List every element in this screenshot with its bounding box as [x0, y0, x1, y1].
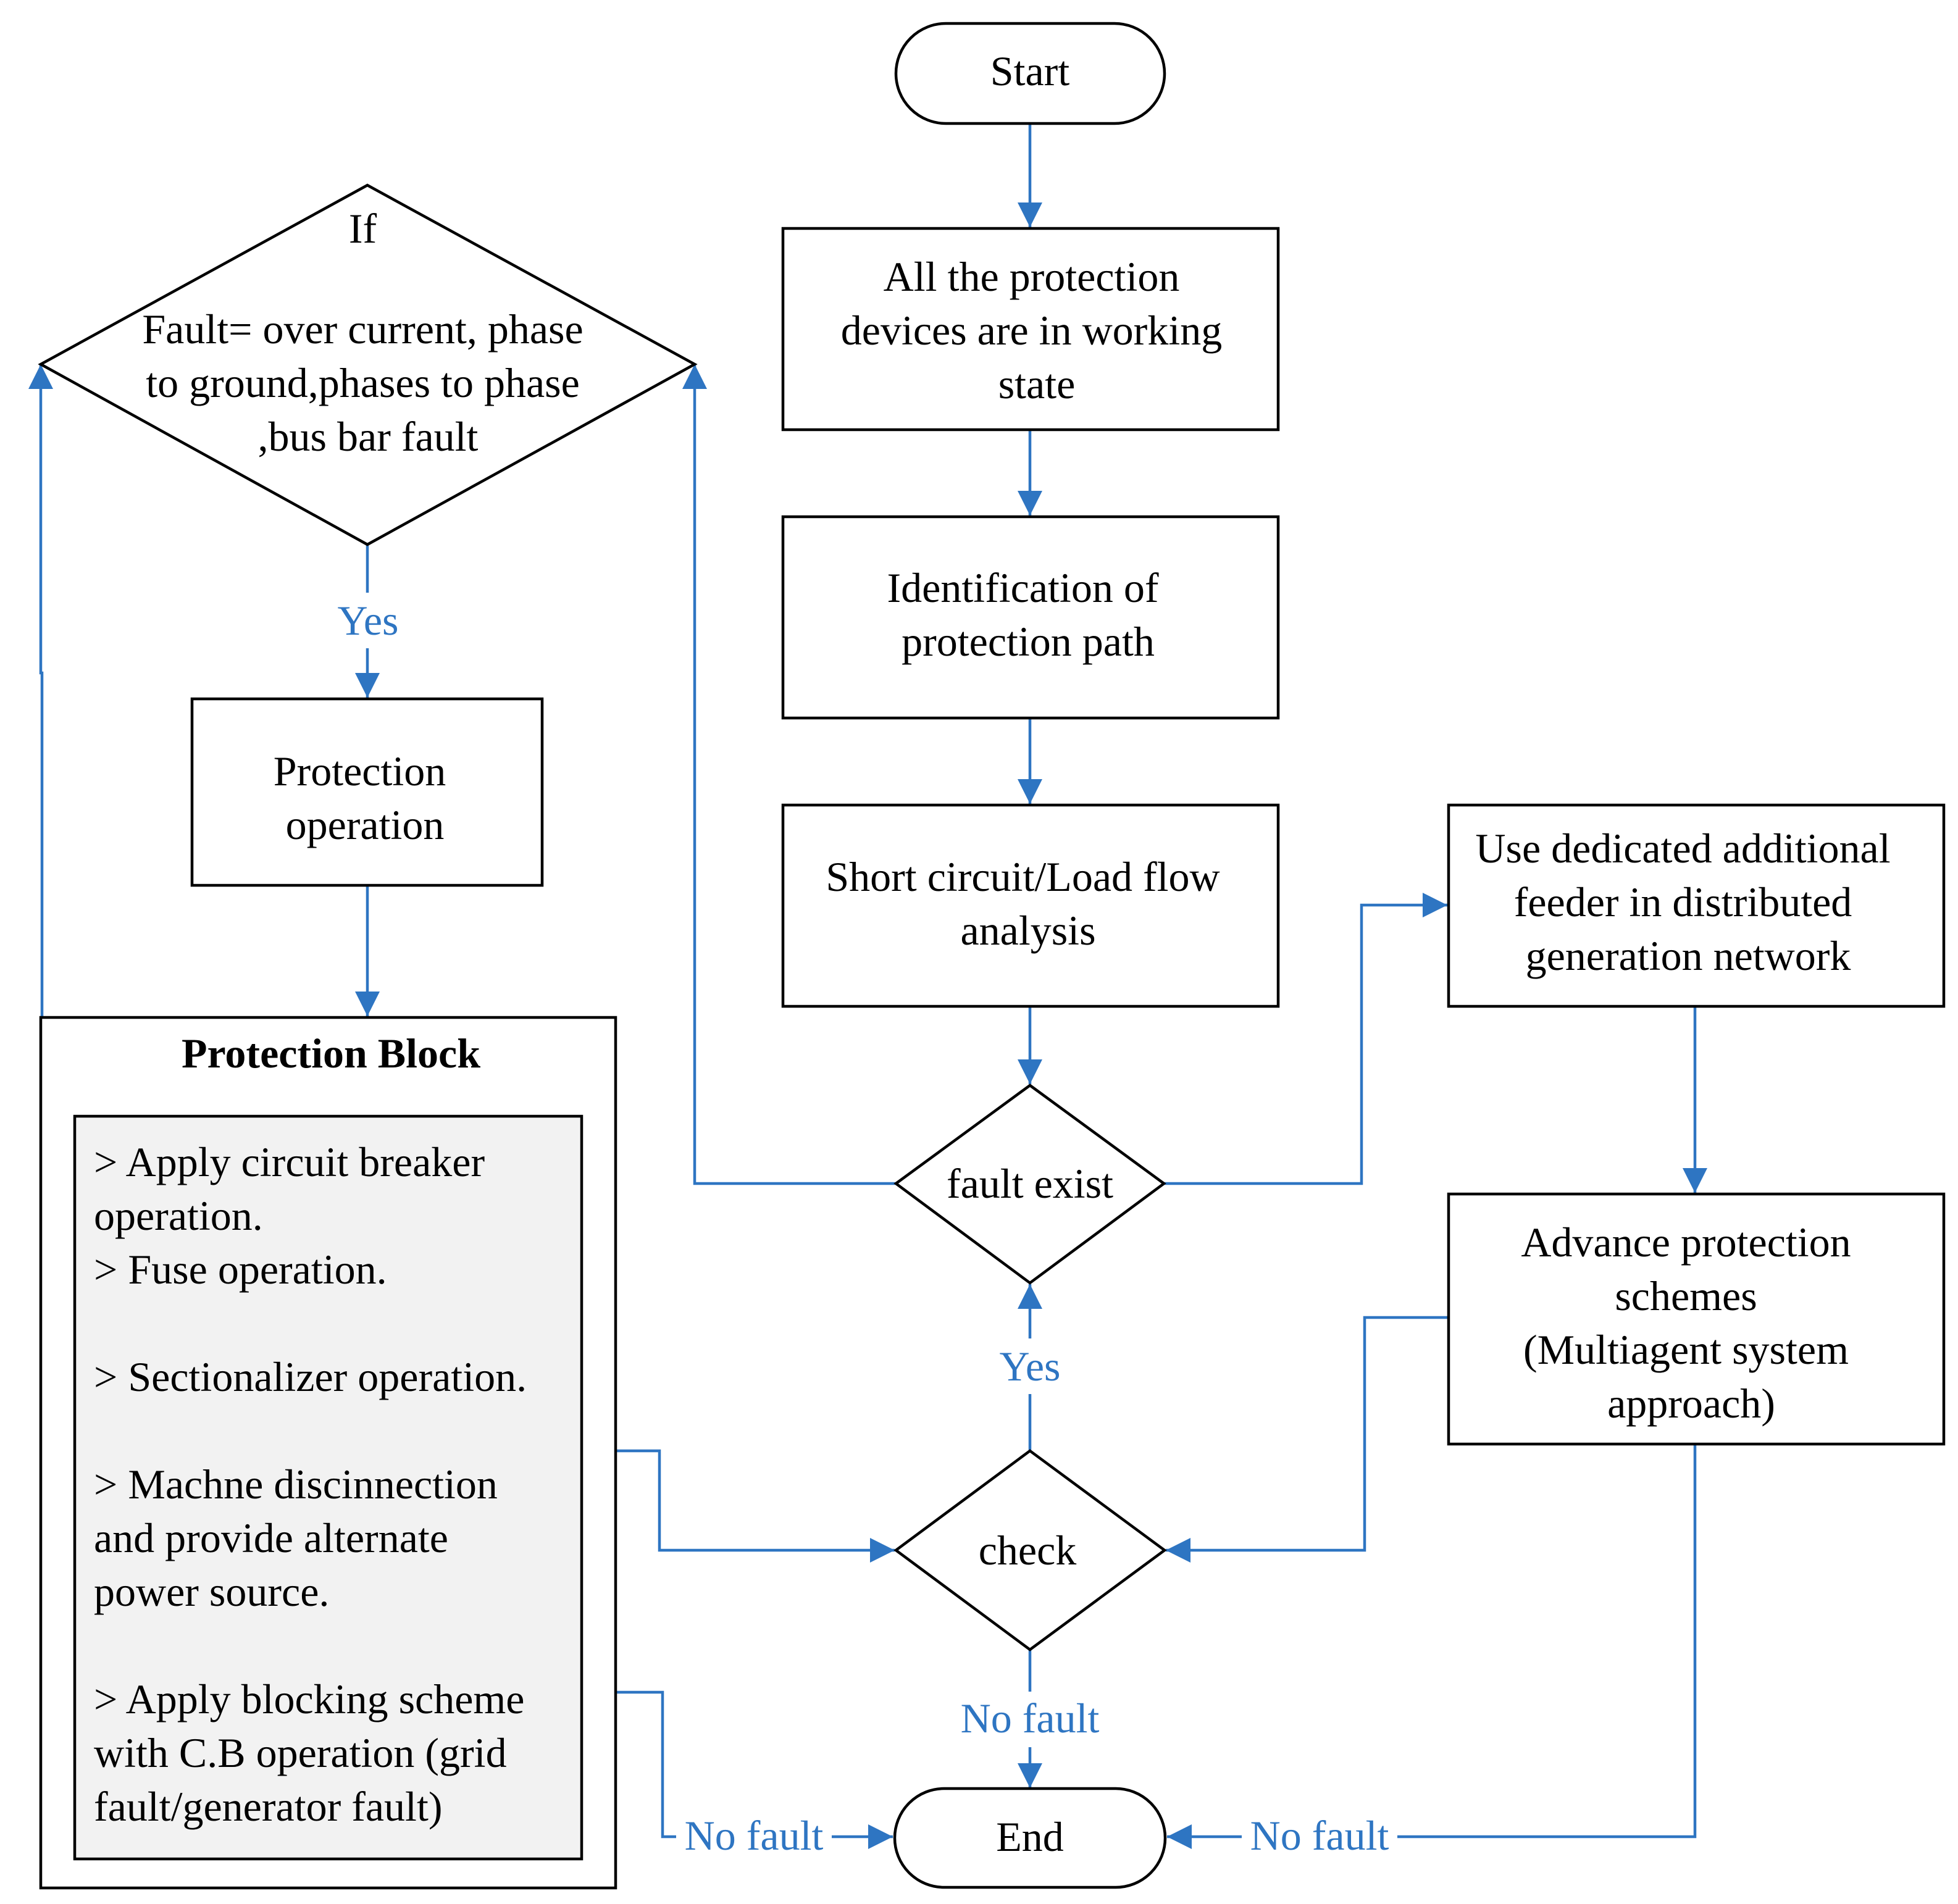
no-fault-label-right: No fault: [1250, 1812, 1389, 1859]
no-fault-label-left: No fault: [685, 1812, 824, 1859]
arrow-block-to-if: [28, 364, 53, 1016]
protection-block-list: > Apply circuit breaker operation. > Fus…: [94, 1138, 537, 1830]
connector-labels: Yes Yes No fault No fault No fault: [330, 593, 1397, 1864]
no-fault-label-center: No fault: [961, 1695, 1100, 1742]
fault-type-label: If Fault= over current, phase to ground,…: [142, 205, 593, 460]
check-decision: check: [893, 1449, 1167, 1651]
connectors: [28, 123, 1707, 1849]
yes-label-left: Yes: [338, 597, 399, 644]
dedicated-feeder-label: Use dedicated additional feeder in distr…: [1475, 825, 1901, 979]
arrow-fault-exist-to-if: [682, 364, 896, 1185]
short-circuit-box: Short circuit/Load flow analysis: [781, 803, 1280, 1008]
protection-block-list-box: [73, 1114, 584, 1861]
yes-label-center: Yes: [1000, 1343, 1061, 1390]
protection-operation-box: Protection operation: [190, 697, 544, 887]
check-label: check: [979, 1527, 1077, 1574]
dedicated-feeder-box: Use dedicated additional feeder in distr…: [1447, 803, 1946, 1008]
identification-box: Identification of protection path: [781, 515, 1280, 720]
advance-protection-label: Advance protection schemes (Multiagent s…: [1521, 1219, 1861, 1427]
end-label: End: [996, 1813, 1064, 1860]
advance-protection-box: Advance protection schemes (Multiagent s…: [1447, 1192, 1946, 1446]
fault-exist-label: fault exist: [947, 1160, 1113, 1207]
identification-label: Identification of protection path: [887, 564, 1169, 665]
short-circuit-label: Short circuit/Load flow analysis: [826, 853, 1230, 954]
arrow-fault-exist-to-feeder: [1164, 893, 1447, 1185]
protection-block-title: Protection Block: [182, 1030, 480, 1077]
start-label: Start: [990, 48, 1070, 94]
protection-operation-label: Protection operation: [274, 748, 457, 848]
protection-devices-box: All the protection devices are in workin…: [781, 227, 1280, 432]
end-terminal: End: [893, 1787, 1167, 1889]
arrow-advance-to-check: [1166, 1316, 1447, 1563]
arrow-advance-to-end: [1167, 1444, 1697, 1849]
start-terminal: Start: [894, 22, 1166, 125]
protection-devices-label: All the protection devices are in workin…: [841, 253, 1232, 407]
arrow-block-to-check: [616, 1449, 895, 1563]
fault-exist-decision: fault exist: [893, 1084, 1166, 1285]
protection-block: Protection Block > Apply circuit breaker…: [39, 1016, 617, 1890]
fault-type-decision: If Fault= over current, phase to ground,…: [38, 183, 698, 546]
